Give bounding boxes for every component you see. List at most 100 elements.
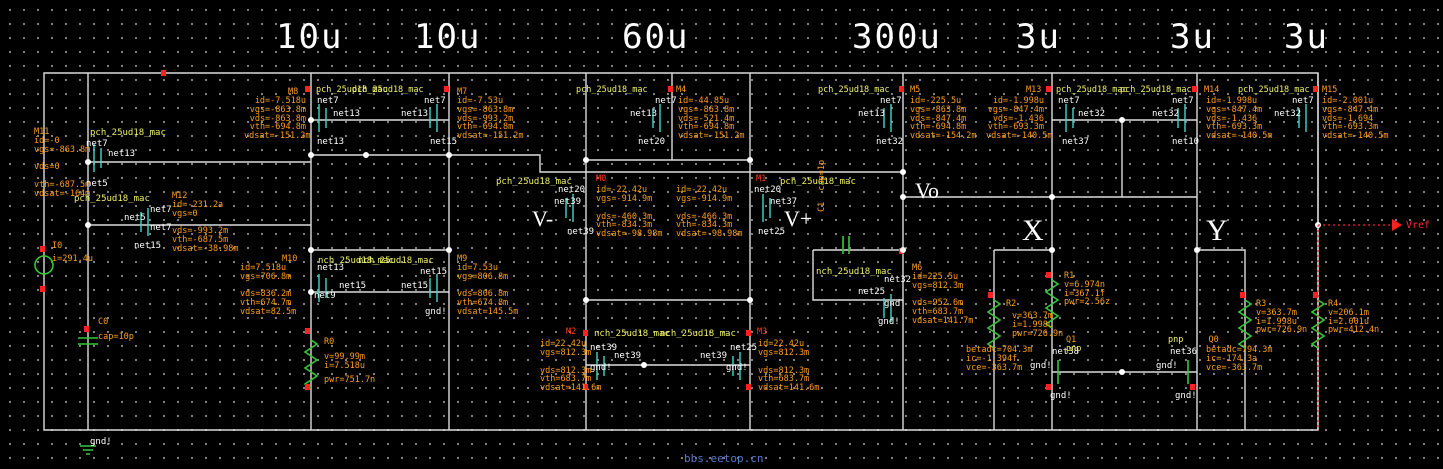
net-label: net10: [1172, 137, 1200, 147]
net-label: net20: [638, 137, 666, 147]
net-label: net9: [314, 291, 336, 301]
net-label: net7: [424, 96, 446, 106]
width-label-m13: 3u: [1016, 17, 1061, 57]
device-c0: C0 cap=10p: [98, 317, 134, 342]
device-q1-params: betadc=704.3m ic=-1.394f vce=-363.7m: [966, 345, 1033, 373]
width-label-m5: 300u: [852, 17, 942, 57]
net-label: net32: [1274, 109, 1302, 119]
net-label: net38: [1052, 347, 1080, 357]
width-label-m4: 60u: [622, 17, 690, 57]
device-m5: pch_25ud18_mac M5: [818, 85, 921, 95]
device-m8-params: id=-7.518u vgs=-863.8m vds=-863.8m vth=-…: [244, 96, 311, 142]
net-label: gnd!: [590, 363, 612, 373]
net-label: net13: [317, 263, 345, 273]
net-label: net20: [754, 185, 782, 195]
net-label: net7: [150, 205, 172, 215]
device-m3-model: nch_25ud18_mac: [660, 329, 736, 339]
device-r2: R2: [1006, 299, 1017, 309]
node-label-y: Y: [1206, 214, 1228, 247]
net-label: net13: [630, 109, 658, 119]
device-m4-params: id=-44.85u vgs=-863.8m vds=-521.4m vth=-…: [678, 96, 745, 142]
net-label: gnd!: [1175, 391, 1197, 401]
net-label: gnd!: [425, 307, 447, 317]
node-label-vplus: V+: [784, 206, 813, 231]
device-m0-name: M0: [596, 174, 607, 184]
net-label: net39: [554, 197, 582, 207]
net-label: net15: [420, 267, 448, 277]
device-m1-name: M1: [756, 174, 767, 184]
node-label-vref: Vref: [1406, 220, 1431, 231]
device-m6: M6 id=225.5u vgs=812.3m vds=952.6m vth=6…: [912, 263, 974, 327]
device-m13: pch_25ud18_mac M13: [1026, 85, 1128, 95]
width-label-m7: 10u: [414, 17, 482, 57]
device-m1: id=-22.42u vgs=-914.9m vds=-466.3m vth=-…: [676, 185, 743, 240]
width-label-m14: 3u: [1170, 17, 1215, 57]
net-label: net7: [1172, 96, 1194, 106]
net-label: net37: [1062, 137, 1090, 147]
net-label: net13: [858, 109, 886, 119]
net-label: net32: [876, 137, 904, 147]
device-m7: pch_25ud18_mac M7: [352, 85, 468, 97]
device-m2-model: nch_25ud18_mac: [594, 329, 670, 339]
net-label: net13: [108, 149, 136, 159]
net-label: net5: [124, 213, 146, 223]
device-m2: id=22.42u vgs=812.3m vds=812.3m vth=683.…: [540, 339, 602, 394]
device-m9: M9 id=7.53u vgs=806.8m vds=806.8m vth=67…: [457, 254, 519, 318]
device-m6-model: nch_25ud18_mac: [816, 267, 892, 277]
device-m10-model: nch_25ud18_mac: [318, 256, 394, 266]
device-c1: C1 cap=1p: [817, 159, 827, 212]
net-label: net15: [401, 281, 429, 291]
net-label: gnd!: [1156, 361, 1178, 371]
net-label: gnd!: [726, 363, 748, 373]
net-label: net39: [567, 227, 595, 237]
net-label: net37: [770, 197, 798, 207]
device-q0: pnp Q0: [1168, 335, 1219, 345]
device-m14: pch_25ud18_mac M14: [1120, 85, 1220, 95]
device-m4: pch_25ud18_mac M4: [576, 85, 687, 95]
device-m5-params: id=-225.5u vgs=-863.8m vds=-847.4m vth=-…: [910, 96, 977, 142]
net-label: net13: [317, 137, 345, 147]
net-label: net7: [655, 96, 677, 106]
net-label: net15: [430, 137, 458, 147]
net-label: net7: [880, 96, 902, 106]
device-m3-name: M3: [757, 327, 768, 337]
net-label: gnd!: [878, 317, 900, 327]
device-m13-params: id=-1.998u vgs=-847.4m vds=-1.436 vth=-6…: [986, 96, 1053, 142]
device-m3: id=22.42u vgs=812.3m vds=812.3m vth=683.…: [758, 339, 820, 394]
width-label-m8: 10u: [276, 17, 344, 57]
net-label: net25: [758, 227, 786, 237]
device-m9-model: nch_25ud18_mac: [358, 256, 434, 266]
device-m8: pch_25ud18_mac M8: [288, 85, 388, 97]
device-m0-model: pch_25ud18_mac: [496, 177, 572, 187]
width-label-m15: 3u: [1284, 17, 1329, 57]
net-label: net15: [339, 281, 367, 291]
device-m1-model: pch_25ud18_mac: [780, 177, 856, 187]
net-label: net13: [401, 109, 429, 119]
net-label: net7: [317, 96, 339, 106]
device-m11-model: pch_25ud18_mac: [90, 128, 166, 138]
net-label: net39: [590, 343, 618, 353]
device-m2-name: M2: [566, 327, 577, 337]
net-label: net7: [150, 223, 172, 233]
net-label: net25: [858, 287, 886, 297]
node-label-vminus: V-: [532, 206, 554, 231]
net-label: net13: [333, 109, 361, 119]
device-m7-params: id=-7.53u vgs=-863.8m vds=-993.2m vth=-6…: [457, 96, 524, 142]
net-label: net7: [86, 139, 108, 149]
net-label: net36: [1170, 347, 1198, 357]
device-m15: pch_25ud18_mac M15: [1238, 85, 1338, 95]
net-label: gnd!: [884, 299, 906, 309]
device-r0: R0 v=99.99m i=7.518u pwr=751.7n: [324, 337, 376, 386]
net-label: net7: [1058, 96, 1080, 106]
device-r1: R1 v=6.974n i=367.1f pwr=2.56z: [1064, 271, 1111, 308]
device-m14-params: id=-1.998u vgs=-847.4m vds=-1.436 vth=-6…: [1206, 96, 1273, 142]
net-label: net25: [730, 343, 758, 353]
device-q1: Q1 pnp: [1066, 335, 1082, 354]
device-m12: M12 id=-231.2a vgs=0 vds=-993.2m vth=-68…: [172, 191, 239, 255]
net-label: net32: [1152, 109, 1180, 119]
device-m12-model: pch_25ud18_mac: [74, 194, 150, 204]
device-r4: R4 v=206.1m i=2.001u pwr=412.4n: [1328, 299, 1380, 336]
net-label: net39: [700, 351, 728, 361]
